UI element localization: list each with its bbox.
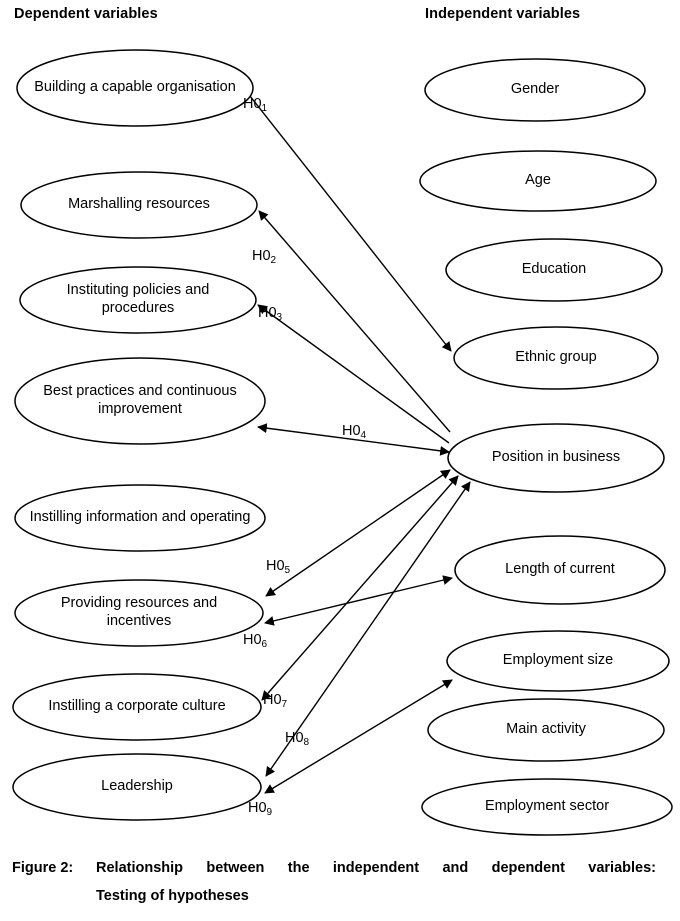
arrow-position-to-providing-resources [265, 469, 451, 597]
node-marshalling-resources[interactable] [20, 171, 258, 239]
hypothesis-label-h9: H09 [248, 800, 273, 818]
arrow-building-to-ethnic-group [249, 95, 452, 352]
hypothesis-index-h9: 9 [266, 807, 273, 818]
caption-line-2: Testing of hypotheses [96, 887, 249, 904]
hypothesis-index-h6: 6 [261, 639, 268, 650]
heading-independent-variables: Independent variables [425, 6, 581, 22]
arrow-position-to-instituting [257, 304, 450, 444]
hypothesis-text-h1: H0 [243, 96, 262, 112]
hypothesis-label-h5: H05 [266, 558, 291, 576]
arrow-position-to-best-practices [257, 423, 450, 456]
node-employment-sector[interactable] [421, 778, 673, 836]
node-instilling-information-and-operating[interactable] [14, 484, 266, 552]
hypothesis-index-h7: 7 [281, 699, 288, 710]
node-instilling-a-corporate-culture[interactable] [12, 673, 262, 741]
node-ethnic-group[interactable] [453, 326, 659, 390]
arrow-position-to-marshalling [258, 210, 451, 433]
hypothesis-text-h5: H0 [266, 558, 285, 574]
hypothesis-label-h3: H03 [258, 305, 283, 323]
node-position-in-business[interactable] [447, 423, 665, 493]
hypothesis-text-h9: H0 [248, 800, 267, 816]
node-education[interactable] [445, 238, 663, 302]
hypothesis-label-h4: H04 [342, 423, 367, 441]
hypothesis-text-h4: H0 [342, 423, 361, 439]
hypothesis-index-h1: 1 [261, 103, 268, 114]
node-length-of-current[interactable] [454, 535, 666, 605]
hypothesis-index-h4: 4 [360, 430, 367, 441]
node-instituting-policies-and-procedures[interactable] [19, 266, 257, 334]
hypothesis-index-h8: 8 [303, 737, 310, 748]
node-building-a-capable-organisation[interactable] [16, 49, 254, 127]
hypothesis-label-h2: H02 [252, 248, 277, 266]
nodes-layer [12, 49, 673, 836]
node-leadership[interactable] [12, 753, 262, 821]
figure-caption: Figure 2: Relationship between the indepe… [12, 855, 667, 910]
node-employment-size[interactable] [446, 630, 670, 692]
heading-dependent-variables: Dependent variables [14, 6, 158, 22]
node-providing-resources-and-incentives[interactable] [14, 579, 264, 647]
hypothesis-text-h7: H0 [263, 692, 282, 708]
arrow-employment-size-to-leadership [264, 679, 453, 794]
hypothesis-label-h8: H08 [285, 730, 310, 748]
edges-layer [249, 95, 471, 794]
node-gender[interactable] [424, 58, 646, 122]
node-age[interactable] [419, 150, 657, 212]
node-best-practices-and-continuous-improvement[interactable] [14, 357, 266, 445]
caption-line-1: Relationship between the independent and… [96, 860, 656, 876]
node-main-activity[interactable] [427, 698, 665, 762]
hypothesis-label-h1: H01 [243, 96, 268, 114]
caption-label: Figure 2: [12, 860, 74, 876]
arrow-position-to-corporate-culture [261, 475, 459, 701]
hypothesis-label-h7: H07 [263, 692, 288, 710]
hypothesis-text-h3: H0 [258, 305, 277, 321]
hypothesis-label-h6: H06 [243, 632, 268, 650]
hypothesis-index-h3: 3 [276, 312, 283, 323]
hypothesis-text-h8: H0 [285, 730, 304, 746]
hypothesis-text-h2: H0 [252, 248, 271, 264]
hypothesis-index-h2: 2 [270, 255, 277, 266]
hypothesis-index-h5: 5 [284, 565, 291, 576]
hypothesis-text-h6: H0 [243, 632, 262, 648]
arrow-length-to-providing-resources [264, 575, 453, 626]
